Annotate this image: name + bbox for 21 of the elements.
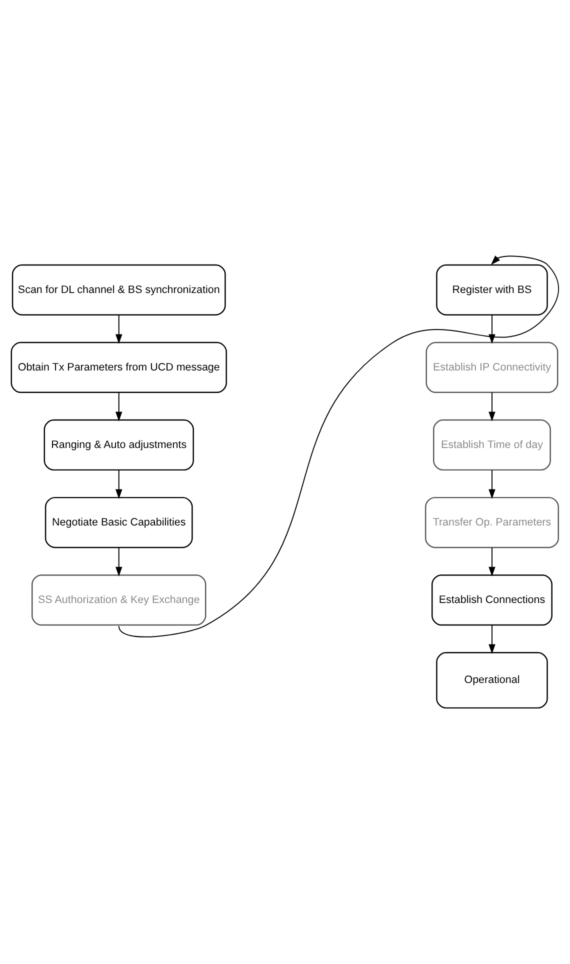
- node-box: Establish Connections: [432, 574, 552, 626]
- node-box: Register with BS: [436, 264, 548, 316]
- arrow: [115, 392, 122, 422]
- node-box: Ranging & Auto adjustments: [44, 419, 194, 471]
- arrow: [488, 392, 496, 422]
- node-box: Operational: [436, 652, 548, 709]
- arrow: [488, 624, 496, 654]
- node-box: Negotiate Basic Capabilities: [44, 496, 193, 548]
- node-box: Scan for DL channel & BS synchronization: [12, 264, 226, 316]
- arrow: [115, 314, 122, 344]
- node-box: SS Authorization & Key Exchange: [32, 574, 206, 626]
- node-box: Establish IP Connectivity: [426, 342, 558, 393]
- node-box: Transfer Op. Parameters: [424, 496, 559, 548]
- arrow: [488, 470, 496, 499]
- node-box: Obtain Tx Parameters from UCD message: [10, 342, 227, 393]
- arrow: [115, 470, 122, 499]
- arrow: [118, 256, 560, 638]
- arrow: [488, 547, 496, 577]
- arrow: [115, 547, 122, 577]
- node-box: Establish Time of day: [433, 419, 551, 471]
- arrow: [488, 314, 496, 344]
